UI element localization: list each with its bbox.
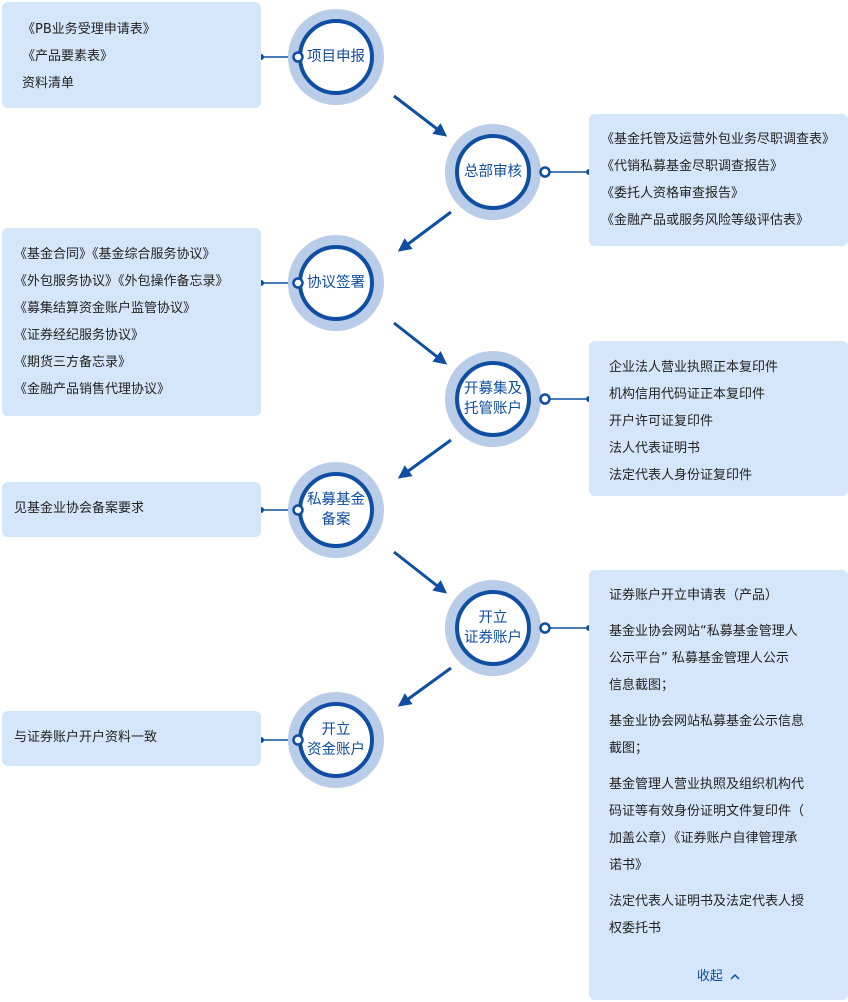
materials-item: 基金业协会网站私募基金公示信息 截图；	[609, 714, 805, 756]
materials-item: 法人代表证明书	[609, 441, 701, 456]
materials-item: 基金业协会网站“私募基金管理人 公示平台” 私募基金管理人公示 信息截图；	[609, 624, 798, 693]
materials-item: 《金融产品销售代理协议》	[14, 382, 171, 397]
materials-item: 《产品要素表》	[22, 49, 114, 64]
step-label: 开立	[321, 722, 351, 738]
step-label: 资金账户	[307, 742, 365, 758]
materials-box-hq-review: 《基金托管及运营外包业务尽职调查表》 《代销私募基金尽职调查报告》 《委托人资格…	[589, 114, 848, 246]
materials-item: 《基金托管及运营外包业务尽职调查表》	[601, 132, 836, 147]
step-label: 备案	[321, 512, 351, 528]
step-fund-account[interactable]: 开立 资金账户	[288, 692, 384, 788]
materials-item: 《募集结算资金账户监管协议》	[14, 301, 197, 316]
materials-item: 企业法人营业执照正本复印件	[609, 360, 779, 375]
materials-box-custody-account: 企业法人营业执照正本复印件 机构信用代码证正本复印件 开户许可证复印件 法人代表…	[589, 341, 848, 496]
materials-item: 《委托人资格审查报告》	[601, 186, 745, 201]
materials-box-fund-filing: 见基金业协会备案要求	[2, 482, 261, 537]
materials-item: 见基金业协会备案要求	[14, 501, 145, 516]
step-securities-account[interactable]: 开立 证券账户	[445, 580, 541, 676]
materials-box-agreement-signing: 《基金合同》《基金综合服务协议》 《外包服务协议》《外包操作备忘录》 《募集结算…	[2, 228, 261, 416]
port-dot	[539, 393, 551, 405]
step-fund-filing[interactable]: 私募基金 备案	[288, 462, 384, 558]
materials-item: 机构信用代码证正本复印件	[609, 387, 766, 402]
materials-box-fund-account: 与证券账户开户资料一致	[2, 711, 261, 766]
materials-item: 《期货三方备忘录》	[14, 355, 132, 370]
port-dot	[539, 166, 551, 178]
materials-item: 《代销私募基金尽职调查报告》	[601, 159, 784, 174]
step-ring: 总部审核	[455, 134, 531, 210]
step-ring: 开募集及 托管账户	[455, 361, 531, 437]
step-project-application[interactable]: 项目申报	[288, 9, 384, 105]
step-label: 证券账户	[464, 630, 522, 646]
materials-item: 《PB业务受理申请表》	[22, 22, 156, 37]
materials-item: 《证券经纪服务协议》	[14, 328, 145, 343]
flow-arrow	[393, 94, 448, 137]
materials-item: 《外包服务协议》《外包操作备忘录》	[14, 274, 229, 289]
flow-arrow	[397, 666, 452, 707]
step-label: 托管账户	[464, 401, 522, 417]
flow-arrow	[393, 321, 448, 365]
materials-item: 资料清单	[22, 76, 75, 91]
port-dot	[292, 51, 304, 63]
flow-arrow	[393, 550, 448, 594]
flow-arrow	[397, 438, 452, 479]
port-dot	[292, 277, 304, 289]
collapse-button[interactable]: 收起	[589, 965, 848, 984]
step-label: 项目申报	[307, 49, 365, 65]
materials-item: 法定代表人身份证复印件	[609, 468, 753, 483]
step-custody-account[interactable]: 开募集及 托管账户	[445, 351, 541, 447]
step-label: 开募集及	[464, 381, 522, 397]
port-dot	[292, 734, 304, 746]
materials-box-securities-account: 证券账户开立申请表（产品） 基金业协会网站“私募基金管理人 公示平台” 私募基金…	[589, 570, 848, 1000]
port-dot	[539, 622, 551, 634]
materials-item: 开户许可证复印件	[609, 414, 714, 429]
materials-item: 法定代表人证明书及法定代表人授 权委托书	[609, 894, 805, 936]
step-ring: 私募基金 备案	[298, 472, 374, 548]
step-hq-review[interactable]: 总部审核	[445, 124, 541, 220]
materials-box-project-application: 《PB业务受理申请表》 《产品要素表》 资料清单	[2, 2, 261, 108]
step-label: 开立	[478, 610, 508, 626]
step-ring: 开立 资金账户	[298, 702, 374, 778]
port-dot	[292, 504, 304, 516]
materials-item: 《金融产品或服务风险等级评估表》	[601, 213, 810, 228]
collapse-label: 收起	[696, 969, 723, 984]
materials-item: 《基金合同》《基金综合服务协议》	[14, 247, 216, 262]
flow-arrow	[397, 210, 452, 252]
step-label: 协议签署	[307, 275, 365, 291]
step-label: 私募基金	[307, 492, 365, 508]
materials-item: 证券账户开立申请表（产品）	[609, 588, 779, 603]
step-ring: 开立 证券账户	[455, 590, 531, 666]
materials-item: 基金管理人营业执照及组织机构代 码证等有效身份证明文件复印件（ 加盖公章）《证券…	[609, 777, 805, 873]
materials-item: 与证券账户开户资料一致	[14, 730, 158, 745]
chevron-up-icon	[730, 973, 740, 980]
step-label: 总部审核	[464, 164, 522, 180]
